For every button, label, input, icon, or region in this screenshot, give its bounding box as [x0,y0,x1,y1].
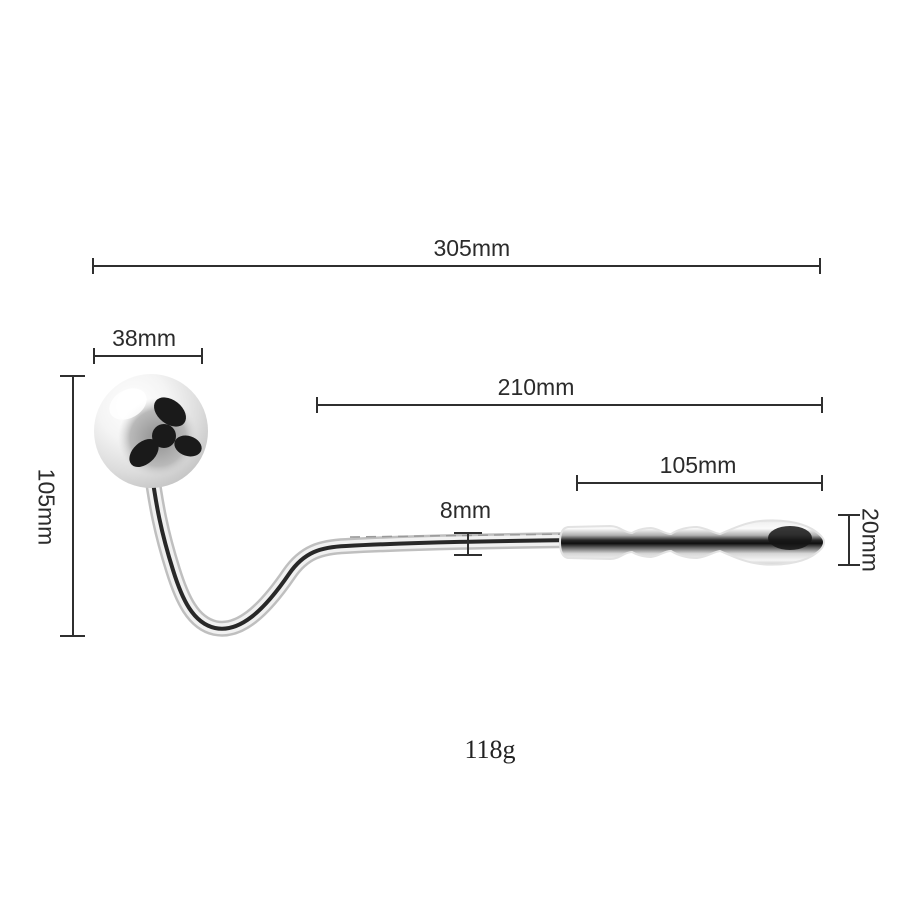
tick [576,475,578,491]
tick [454,554,482,556]
dim-shaft-length: 210mm [316,376,823,416]
dimension-line [316,404,823,406]
dim-tip-diameter-label: 20mm [857,508,884,572]
dimension-line [576,482,823,484]
dimension-line [92,265,821,267]
tick [838,564,860,566]
dim-ball-diameter: 38mm [93,327,203,367]
weight-label: 118g [464,735,516,764]
dim-hook-height-label: 105mm [33,468,60,546]
tick [838,514,860,516]
dim-hook-height: 105mm [34,375,94,637]
dim-handle-length-label: 105mm [659,452,737,478]
dim-shaft-diameter-label: 8mm [439,497,492,523]
tick [60,375,85,377]
dimension-line [93,355,203,357]
ball [94,374,208,488]
tick [93,348,95,364]
dim-shaft-diameter: 8mm [440,499,491,559]
dimension-line [467,533,469,555]
tick [201,348,203,364]
dim-tip-diameter: 20mm [838,508,890,572]
dim-overall-length-label: 305mm [433,235,511,261]
beaded-handle [558,519,826,566]
dim-handle-length: 105mm [576,454,823,494]
dimension-line [72,375,74,637]
tick [92,258,94,274]
tick [821,475,823,491]
dim-ball-diameter-label: 38mm [112,325,176,351]
dimension-line [848,514,850,566]
tick [821,397,823,413]
dim-overall-length: 305mm [92,237,821,277]
dim-shaft-length-label: 210mm [497,374,575,400]
tick [819,258,821,274]
tick [316,397,318,413]
tick [60,635,85,637]
hook-and-shaft [143,460,586,637]
